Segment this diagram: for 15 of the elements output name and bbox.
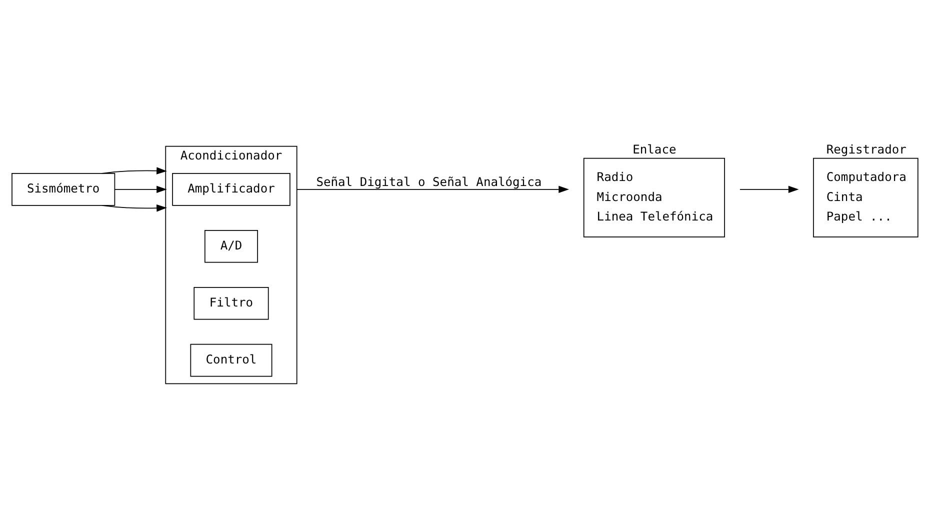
- node-box: Computadora Cinta Papel ...: [813, 158, 918, 238]
- arrow: [114, 186, 167, 194]
- node-box: Control: [190, 344, 272, 377]
- node-box: A/D: [204, 230, 258, 263]
- node-box: Sismómetro: [12, 173, 116, 206]
- node-label: Enlace: [632, 142, 676, 156]
- node-label: Registrador: [826, 142, 906, 156]
- arrow: [101, 204, 167, 212]
- edge-label: Señal Digital o Señal Analógica: [316, 175, 542, 190]
- node-box: Radio Microonda Linea Telefónica: [583, 158, 725, 238]
- arrow: [740, 186, 799, 194]
- node-box: Amplificador: [172, 173, 290, 206]
- arrow: [101, 167, 167, 174]
- node-box: Filtro: [194, 286, 269, 320]
- arrow: [296, 186, 569, 194]
